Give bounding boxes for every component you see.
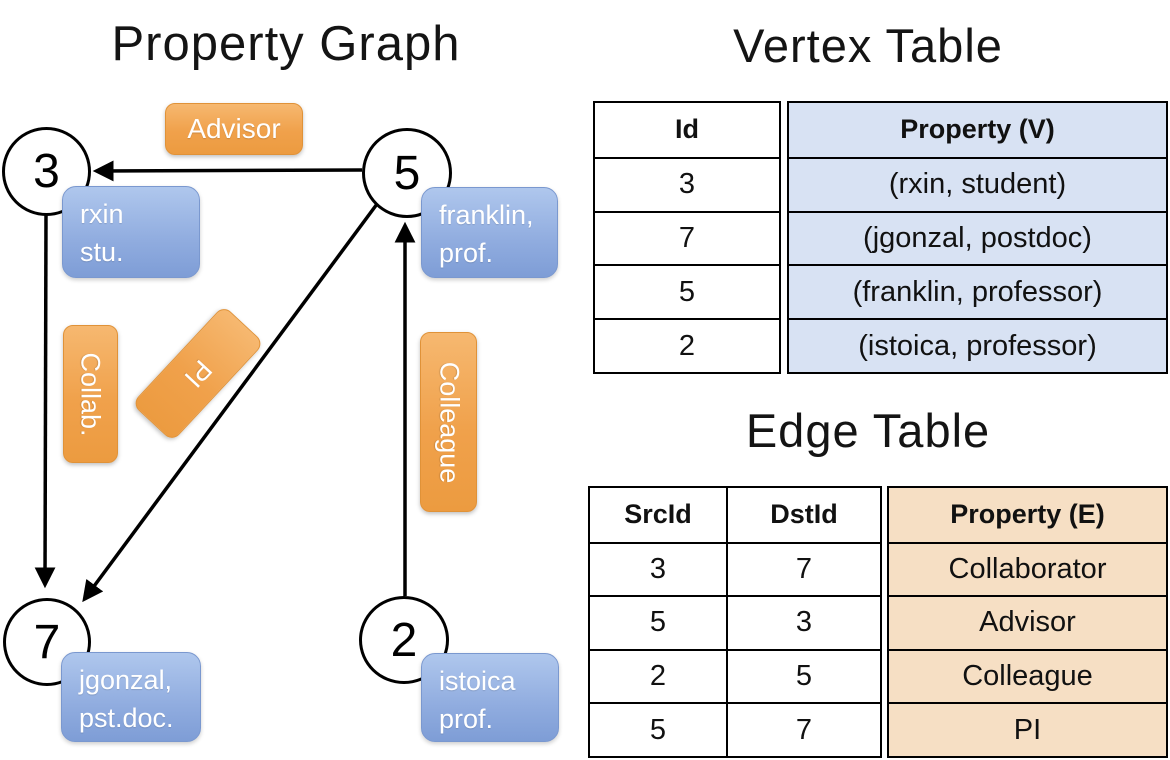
vertex-property-box-rxin: rxin stu. [62, 186, 200, 278]
node-5-id: 5 [393, 146, 421, 200]
node-2-id: 2 [390, 613, 418, 667]
edge-table-property-cell: Colleague [889, 648, 1166, 703]
edge-table-header-srcid: SrcId [624, 499, 692, 530]
edge-table-property-cell: Advisor [889, 595, 1166, 649]
edge-table-title: Edge Table [745, 404, 991, 457]
vertex-property-line: prof. [439, 703, 494, 734]
graph-edges [34, 160, 416, 603]
vertex-table-property-cell: (rxin, student) [789, 156, 1166, 211]
edge-table-header-dstid: DstId [726, 488, 880, 542]
vertex-property-box-franklin: franklin, prof. [421, 187, 558, 278]
edge-label-advisor-text: Advisor [187, 113, 281, 144]
edge-table-src-cell: 5 [590, 595, 726, 649]
edge-table-src-cell: 5 [590, 702, 726, 756]
vertex-table-id-cell: 7 [595, 210, 779, 265]
vertex-table-header-id: Id [675, 114, 699, 145]
edge-label-collab-text: Collab. [76, 351, 107, 437]
edge-label-colleague: Colleague [420, 332, 477, 512]
vertex-property-box-jgonzal: jgonzal, pst.doc. [61, 652, 201, 742]
node-2: 2 [359, 596, 449, 684]
edge-pi-5-to-7 [82, 202, 379, 603]
edge-label-collab: Collab. [63, 325, 118, 463]
node-5: 5 [362, 128, 452, 218]
edge-table-src-cell: 3 [590, 541, 726, 596]
vertex-table-id-column: Id 3 7 5 2 [593, 101, 781, 374]
vertex-table-id-cell: 2 [595, 318, 779, 372]
vertex-table-property-cell: (istoica, professor) [789, 318, 1166, 372]
vertex-table-id-cell: 5 [595, 264, 779, 318]
vertex-property-line: rxin [80, 199, 124, 229]
edge-table-property-cell: Collaborator [889, 541, 1166, 596]
vertex-property-line: franklin, [439, 200, 534, 230]
edge-table-header-property: Property (E) [950, 499, 1105, 530]
edge-table-dst-cell: 7 [726, 702, 880, 756]
vertex-table-property-cell: (jgonzal, postdoc) [789, 210, 1166, 265]
vertex-property-line: stu. [80, 236, 124, 267]
property-graph-title: Property Graph [111, 17, 461, 71]
node-7-id: 7 [33, 615, 61, 669]
edge-table-src-dst-columns: SrcId DstId 3 7 5 3 2 5 5 7 [588, 486, 882, 758]
edge-label-colleague-text: Colleague [434, 361, 464, 483]
edge-table-property-cell: PI [889, 702, 1166, 756]
vertex-table-id-cell: 3 [595, 156, 779, 211]
node-3-id: 3 [33, 145, 60, 198]
edge-label-advisor: Advisor [165, 103, 303, 155]
vertex-property-line: pst.doc. [79, 702, 174, 733]
edge-table-property-column: Property (E) Collaborator Advisor Collea… [887, 486, 1168, 758]
edge-table-dst-cell: 3 [726, 595, 880, 649]
vertex-table-header-property: Property (V) [900, 114, 1055, 145]
property-graph-panel: Property Graph Advisor Collab. PI Collea… [2, 17, 559, 742]
vertex-property-line: istoica [439, 666, 516, 696]
edge-label-pi-text: PI [178, 354, 219, 394]
edge-table-dst-cell: 5 [726, 648, 880, 703]
vertex-property-line: jgonzal, [79, 665, 173, 695]
vertex-table-property-cell: (franklin, professor) [789, 264, 1166, 318]
vertex-property-line: prof. [439, 237, 494, 268]
vertex-property-box-istoica: istoica prof. [421, 653, 559, 742]
edge-table-src-cell: 2 [590, 648, 726, 703]
edge-collab-3-to-7 [34, 212, 56, 589]
edge-advisor-5-to-3 [92, 160, 363, 182]
vertex-table-title: Vertex Table [733, 19, 1003, 72]
edge-table-dst-cell: 7 [726, 541, 880, 596]
vertex-table-property-column: Property (V) (rxin, student) (jgonzal, p… [787, 101, 1168, 374]
